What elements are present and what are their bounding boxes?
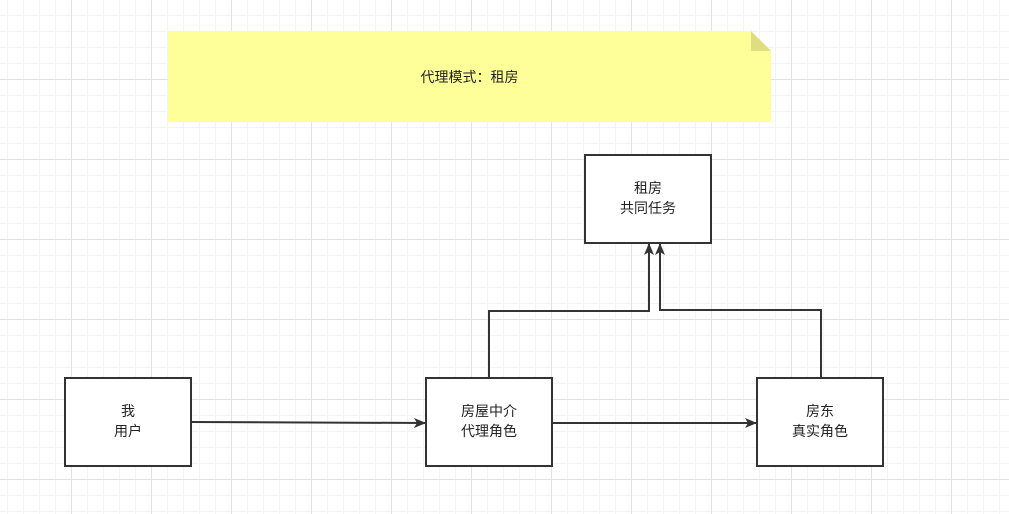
node-user-role: 用户: [114, 424, 142, 440]
node-shared-task-role: 共同任务: [620, 201, 676, 217]
node-shared-task-title: 租房: [634, 181, 662, 197]
note-shape: [168, 31, 771, 122]
node-landlord[interactable]: 房东 真实角色: [756, 377, 884, 467]
node-user[interactable]: 我 用户: [64, 377, 192, 467]
arrow-user-to-agent[interactable]: [190, 417, 426, 428]
node-shared-task[interactable]: 租房 共同任务: [584, 154, 712, 244]
node-agent-title: 房屋中介: [461, 404, 517, 420]
arrow-landlord-to-shared-task[interactable]: [655, 243, 822, 378]
title-note[interactable]: 代理模式：租房: [168, 31, 771, 122]
node-landlord-role: 真实角色: [792, 424, 848, 440]
note-title: 代理模式：租房: [420, 69, 519, 86]
node-landlord-title: 房东: [806, 404, 834, 420]
node-agent[interactable]: 房屋中介 代理角色: [425, 377, 553, 467]
node-agent-role: 代理角色: [461, 424, 517, 440]
arrow-agent-to-shared-task[interactable]: [488, 243, 654, 378]
node-user-title: 我: [121, 404, 135, 420]
